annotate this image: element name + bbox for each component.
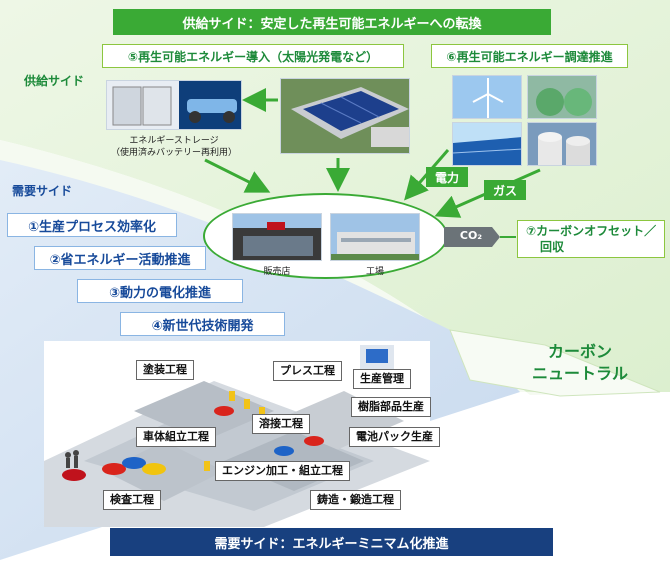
co2-label: CO₂	[459, 229, 483, 242]
solar-panel-photo	[452, 122, 522, 166]
energy-storage-photo	[106, 80, 242, 130]
process-inspection: 検査工程	[103, 490, 161, 510]
process-press: プレス工程	[273, 361, 342, 381]
wind-turbine-photo	[452, 75, 522, 119]
process-body-assembly: 車体組立工程	[136, 427, 216, 447]
solar-plant-photo	[280, 78, 410, 154]
demand-item-4: ④新世代技術開発	[120, 312, 285, 336]
process-battery-pack: 電池パック生産	[349, 427, 440, 447]
process-resin-parts: 樹脂部品生産	[351, 397, 431, 417]
storage-caption-line2: （使用済みバッテリー再利用）	[110, 148, 237, 158]
process-production-control: 生産管理	[353, 369, 411, 389]
process-engine: エンジン加工・組立工程	[215, 461, 350, 481]
gas-tank-photo	[527, 75, 597, 119]
dealership-photo	[232, 213, 322, 261]
carbon-offset-line1: ⑦カーボンオフセット／	[526, 224, 657, 238]
carbon-offset-tag: ⑦カーボンオフセット／ 回収	[517, 220, 665, 258]
carbon-neutral-line2: ニュートラル	[531, 364, 628, 383]
supply-banner: 供給サイド：安定した再生可能エネルギーへの転換	[113, 9, 551, 35]
renewable-introduction-tag: ⑤再生可能エネルギー導入（太陽光発電など）	[102, 44, 404, 68]
lng-tank-photo	[527, 122, 597, 166]
process-painting: 塗装工程	[136, 360, 194, 380]
process-welding: 溶接工程	[252, 414, 310, 434]
storage-caption-line1: エネルギーストレージ	[129, 136, 219, 146]
factory-caption: 工場	[365, 267, 384, 277]
demand-item-2: ②省エネルギー活動推進	[34, 246, 206, 270]
demand-side-label: 需要サイド	[12, 184, 73, 198]
co2-arrow	[444, 227, 516, 247]
renewable-procurement-tag: ⑥再生可能エネルギー調達推進	[431, 44, 628, 68]
dealership-caption: 販売店	[263, 267, 291, 277]
demand-banner: 需要サイド：エネルギーミニマム化推進	[110, 528, 553, 556]
factory-photo	[330, 213, 420, 261]
supply-side-label: 供給サイド	[24, 74, 85, 88]
process-casting-forging: 鋳造・鍛造工程	[310, 490, 401, 510]
demand-item-3: ③動力の電化推進	[77, 279, 243, 303]
demand-item-1: ①生産プロセス効率化	[7, 213, 177, 237]
carbon-offset-line2: 回収	[540, 240, 565, 254]
power-label: 電力	[426, 167, 468, 187]
carbon-neutral-goal: カーボン ニュートラル	[525, 341, 635, 385]
gas-label: ガス	[484, 180, 526, 200]
carbon-neutral-line1: カーボン	[547, 342, 612, 361]
